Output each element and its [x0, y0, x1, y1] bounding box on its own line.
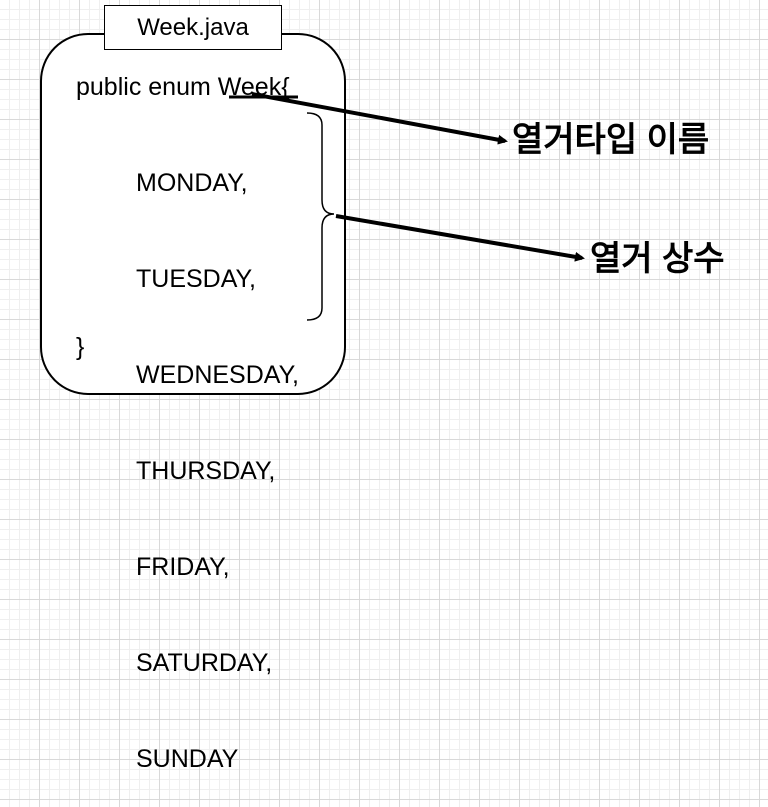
code-block: [40, 33, 346, 395]
type-name-label: 열거타입 이름: [512, 121, 710, 159]
enum-constant: MONDAY,: [136, 169, 248, 197]
annotation-overlay: [229, 92, 585, 321]
enum-constant: THURSDAY,: [136, 457, 276, 485]
file-name-label: Week.java: [137, 13, 249, 41]
enum-constant: SATURDAY,: [136, 649, 273, 677]
enum-constant: SUNDAY: [136, 745, 239, 773]
enum-constant: FRIDAY,: [136, 553, 230, 581]
closing-brace: }: [76, 333, 85, 361]
file-name-tab: Week.java: [104, 5, 282, 50]
enum-declaration: public enum Week{: [76, 73, 290, 101]
type-name-arrow: [251, 92, 508, 145]
constants-label: 열거 상수: [590, 240, 725, 278]
enum-constant: TUESDAY,: [136, 265, 256, 293]
constants-arrow: [335, 214, 585, 262]
enum-constant: WEDNESDAY,: [136, 361, 300, 389]
constants-bracket: [306, 112, 335, 321]
